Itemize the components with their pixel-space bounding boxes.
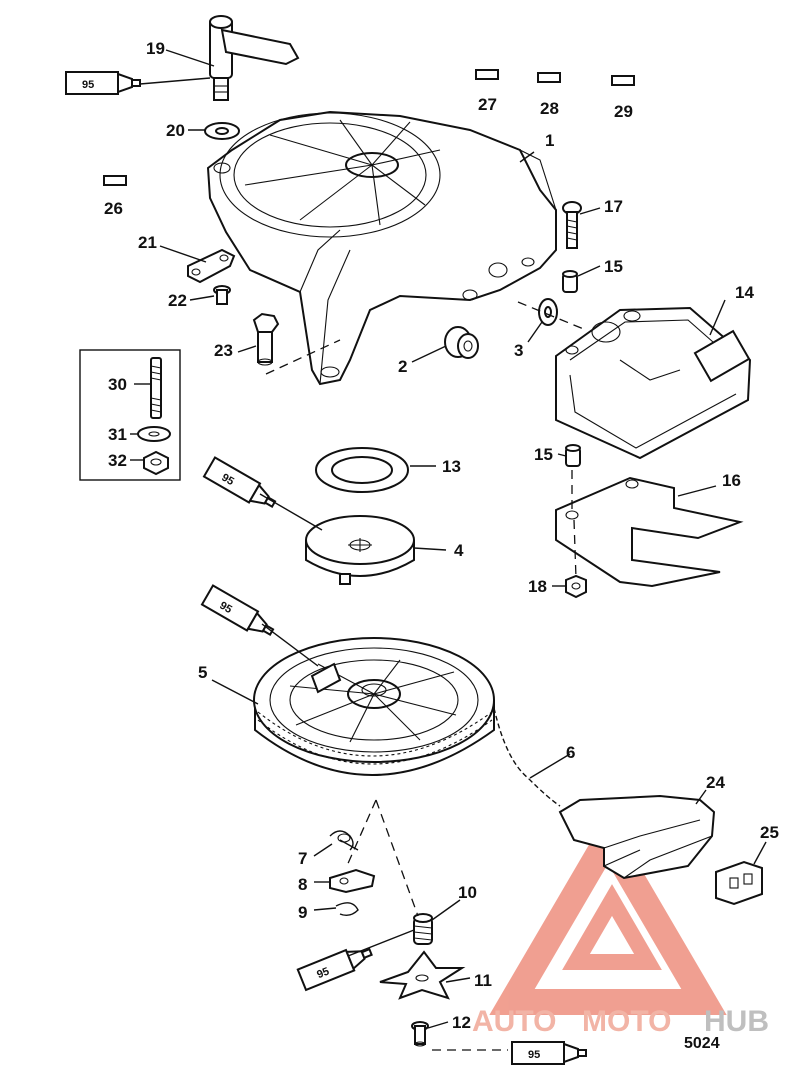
- part-10-bushing: [413, 913, 433, 945]
- callout-19: 19: [146, 39, 165, 58]
- callout-26: 26: [104, 199, 123, 218]
- tag-29: [611, 75, 635, 86]
- tag-28: [537, 72, 561, 83]
- inset-box: [79, 349, 181, 481]
- part-9-clip: [335, 902, 359, 917]
- leader-lines: [130, 49, 767, 1029]
- part-30-stud: [150, 357, 162, 419]
- sealant-tube-top: 95: [65, 71, 141, 95]
- part-16-plate: [555, 476, 744, 588]
- callout-25: 25: [760, 823, 779, 842]
- callout-15-upper: 15: [604, 257, 623, 276]
- callout-12: 12: [452, 1013, 471, 1032]
- tag-27: [475, 69, 499, 80]
- part-8-pawl: [329, 868, 376, 894]
- part-5-pulley: [253, 637, 495, 776]
- part-32-nut: [143, 450, 169, 476]
- callout-14: 14: [735, 283, 754, 302]
- part-7-spring: [329, 830, 359, 851]
- watermark-triangle: [489, 812, 727, 1015]
- callout-27: 27: [478, 95, 497, 114]
- callout-9: 9: [298, 903, 307, 922]
- dashed-assembly-lines: [265, 301, 587, 1051]
- part-2-grommet: [444, 326, 479, 359]
- part-17-screw: [562, 201, 582, 249]
- part-13-washer: [315, 447, 409, 493]
- callout-13: 13: [442, 457, 461, 476]
- callout-4: 4: [454, 541, 464, 560]
- part-31-washer: [137, 426, 171, 442]
- svg-text:95: 95: [528, 1049, 540, 1061]
- watermark-hub: HUB: [704, 1005, 769, 1038]
- svg-text:95: 95: [315, 965, 331, 981]
- callout-10: 10: [458, 883, 477, 902]
- callout-18: 18: [528, 577, 547, 596]
- svg-text:95: 95: [82, 79, 94, 91]
- callout-15-lower: 15: [534, 445, 553, 464]
- part-24-handle: [558, 794, 716, 880]
- callout-16: 16: [722, 471, 741, 490]
- callout-32: 32: [108, 451, 127, 470]
- part-4-spring-cup: [305, 515, 415, 585]
- watermark-auto: AUTO: [472, 1005, 556, 1038]
- part-1-starter-housing: [206, 110, 557, 386]
- part-6-rope: [493, 707, 561, 807]
- part-11-plate: [379, 950, 466, 1000]
- callout-5: 5: [198, 663, 207, 682]
- watermark-moto: MOTO: [582, 1005, 671, 1038]
- part-18-nut: [565, 574, 587, 599]
- part-25-insert: [715, 860, 763, 906]
- callout-31: 31: [108, 425, 127, 444]
- callout-22: 22: [168, 291, 187, 310]
- sealant-tube-flywheel: 95: [200, 584, 275, 636]
- callout-7: 7: [298, 849, 307, 868]
- svg-text:95: 95: [217, 600, 234, 617]
- part-15-bushing-lower: [565, 444, 581, 467]
- callout-24: 24: [706, 773, 725, 792]
- tag-26: [103, 175, 127, 186]
- callout-21: 21: [138, 233, 157, 252]
- callout-20: 20: [166, 121, 185, 140]
- part-19-lever: [209, 15, 300, 101]
- part-12-screw: [411, 1021, 429, 1047]
- callout-11: 11: [474, 971, 492, 990]
- part-3-washer: [538, 298, 558, 326]
- callout-28: 28: [540, 99, 559, 118]
- part-15-bushing-upper: [562, 270, 578, 293]
- callout-29: 29: [614, 102, 633, 121]
- part-22-screw: [213, 285, 231, 305]
- sealant-tube-bottom-left: 95: [296, 947, 373, 992]
- sealant-tube-bottom-right: 95: [511, 1041, 587, 1065]
- callout-labels: 1 2 3 4 5 6 7 8 9 10 11 12 13 14 15 15 1…: [104, 39, 779, 1032]
- callout-23: 23: [214, 341, 233, 360]
- callout-2: 2: [398, 357, 407, 376]
- callout-8: 8: [298, 875, 307, 894]
- part-21-bracket: [187, 248, 236, 284]
- callout-30: 30: [108, 375, 127, 394]
- part-23-bolt: [252, 312, 280, 366]
- sealant-tube-mid: 95: [202, 456, 277, 508]
- part-14-cover: [555, 306, 752, 460]
- callout-17: 17: [604, 197, 623, 216]
- callout-3: 3: [514, 341, 523, 360]
- drawing-number: 5024: [684, 1035, 720, 1052]
- callout-6: 6: [566, 743, 575, 762]
- part-20-washer: [204, 122, 240, 140]
- svg-text:95: 95: [219, 472, 236, 489]
- callout-1: 1: [545, 131, 554, 150]
